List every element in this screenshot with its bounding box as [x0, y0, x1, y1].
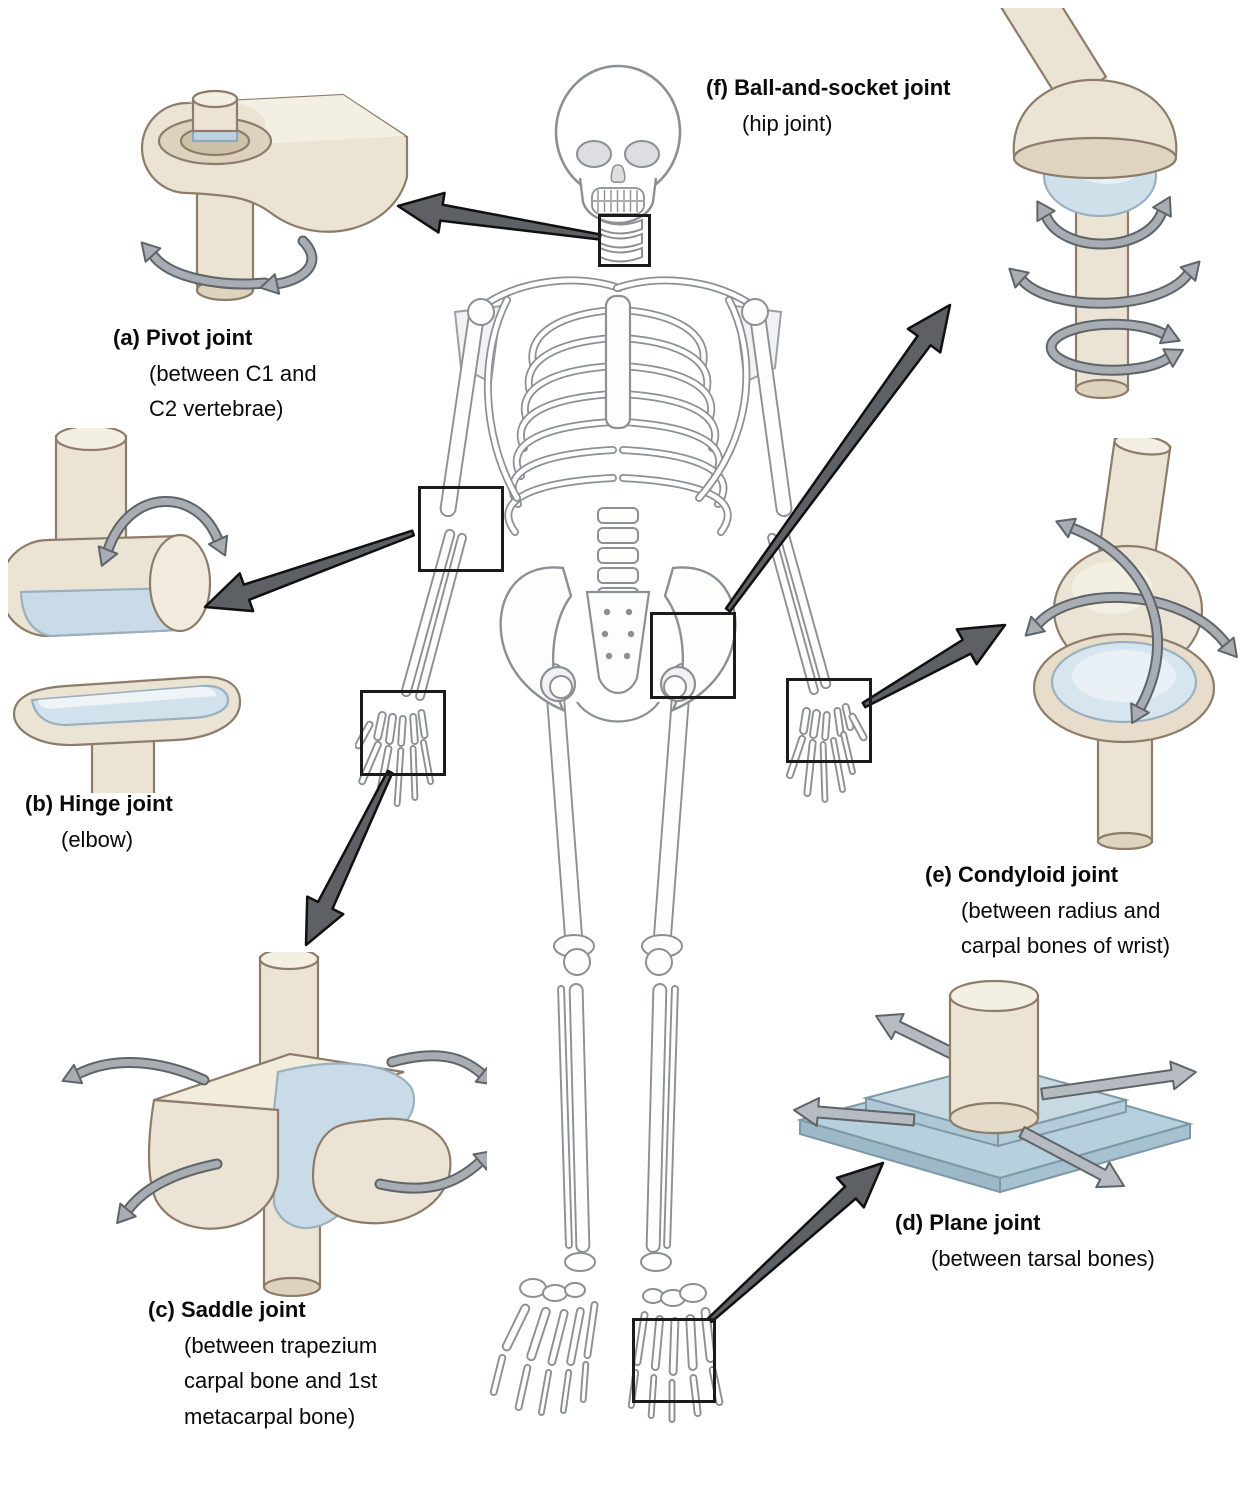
pelvis — [499, 566, 737, 723]
biaxial-motion-arrows — [61, 1050, 487, 1225]
condyloid-joint-illustration — [1024, 438, 1238, 850]
label-ball-and-socket-joint: (f) Ball-and-socket joint (hip joint) — [706, 70, 1036, 141]
nasal-opening — [610, 164, 626, 184]
spine — [597, 218, 643, 604]
hinge-joint-illustration — [8, 428, 242, 793]
label-condyloid-joint: (e) Condyloid joint (between radius and … — [925, 857, 1225, 964]
highlight-box-wrist — [786, 678, 872, 763]
hinge-cartilage — [19, 586, 182, 638]
highlight-box-neck — [598, 214, 651, 267]
label-name: Plane joint — [929, 1210, 1041, 1235]
label-prefix: (e) — [925, 862, 952, 887]
highlight-box-elbow — [418, 486, 504, 572]
label-detail: (between C1 and C2 vertebrae) — [149, 360, 317, 422]
label-detail: (between radius and carpal bones of wris… — [961, 897, 1171, 959]
label-hinge-joint: (b) Hinge joint (elbow) — [25, 786, 265, 857]
sacrum — [585, 590, 651, 694]
label-name: Condyloid joint — [958, 862, 1119, 887]
patella-left — [563, 948, 591, 976]
label-plane-joint: (d) Plane joint (between tarsal bones) — [895, 1205, 1225, 1276]
label-pivot-joint: (a) Pivot joint (between C1 and C2 verte… — [113, 320, 353, 427]
leg-bones — [489, 663, 724, 1423]
pivot-joint-illustration — [140, 89, 409, 302]
label-detail: (hip joint) — [742, 110, 833, 136]
label-detail: (between tarsal bones) — [931, 1245, 1155, 1271]
label-detail: (elbow) — [61, 826, 134, 852]
label-name: Ball-and-socket joint — [734, 75, 951, 100]
multiaxial-motion-arrows — [1008, 195, 1201, 376]
ball-and-socket-joint-illustration — [999, 8, 1201, 400]
glide-arrows — [793, 1060, 1197, 1189]
label-detail: (between trapezium carpal bone and 1st m… — [184, 1332, 378, 1429]
label-saddle-joint: (c) Saddle joint (between trapezium carp… — [148, 1292, 408, 1435]
saddle-joint-illustration — [61, 952, 487, 1297]
label-prefix: (f) — [706, 75, 728, 100]
highlight-box-hip — [650, 612, 736, 699]
shoulder-joint-right — [741, 298, 769, 326]
biaxial-motion-arrows — [1024, 517, 1238, 725]
label-name: Hinge joint — [59, 791, 173, 816]
eye-socket-right — [624, 140, 660, 168]
eye-socket-left — [576, 140, 612, 168]
label-prefix: (d) — [895, 1210, 924, 1235]
label-prefix: (c) — [148, 1297, 175, 1322]
highlight-box-tarsals — [632, 1318, 716, 1403]
label-prefix: (b) — [25, 791, 54, 816]
label-prefix: (a) — [113, 325, 140, 350]
plane-joint-illustration — [793, 979, 1197, 1194]
label-name: Pivot joint — [146, 325, 253, 350]
shoulder-joint-left — [467, 298, 495, 326]
rotation-arrows — [140, 235, 318, 295]
label-name: Saddle joint — [181, 1297, 306, 1322]
highlight-box-thumb-wrist — [360, 690, 446, 776]
joint-details — [467, 298, 769, 1307]
patella-right — [645, 948, 673, 976]
